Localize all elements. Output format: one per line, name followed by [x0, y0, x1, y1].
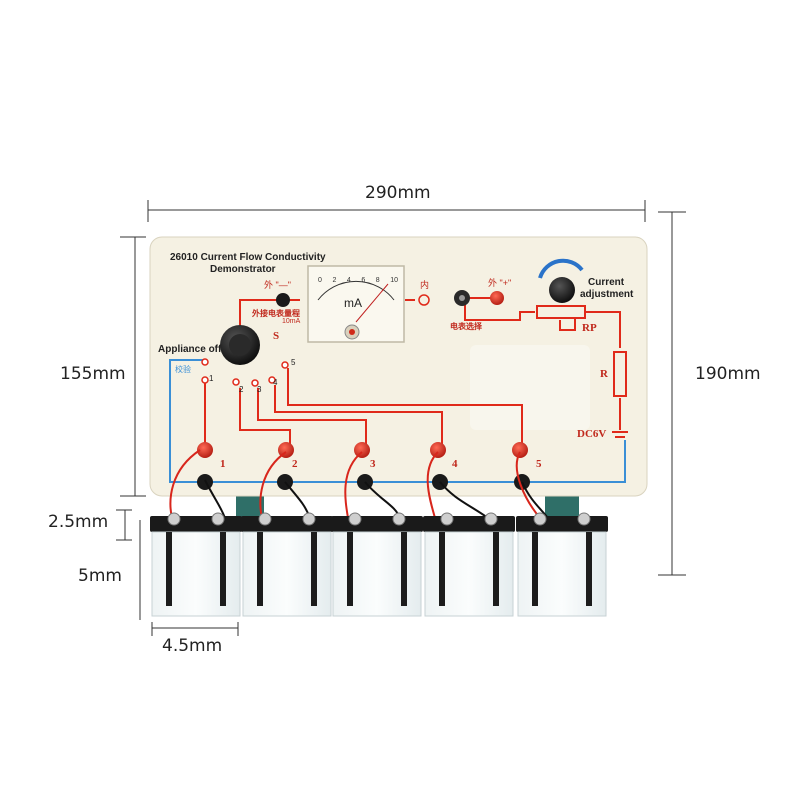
screw-terminal[interactable] [577, 512, 591, 526]
screw-terminal[interactable] [392, 512, 406, 526]
scale-0: 0 [318, 277, 322, 284]
ext-plus-terminal[interactable] [490, 291, 504, 305]
cup-2 [241, 512, 333, 617]
inner-label: 内 [420, 280, 430, 290]
milliamp-meter [307, 265, 405, 343]
dim-total-height: 190mm [695, 364, 761, 384]
terminal-label-3: 3 [370, 458, 376, 470]
terminal-label-1: 1 [220, 458, 226, 470]
ext-minus-label: 外 "—" [264, 280, 291, 290]
current-adj-line2: adjustment [580, 288, 634, 300]
meter-select-label: 电表选择 [450, 322, 482, 331]
screw-terminal[interactable] [440, 512, 454, 526]
screw-terminal[interactable] [533, 512, 547, 526]
ext-plus-label: 外 "+" [488, 278, 512, 288]
screw-terminal[interactable] [302, 512, 316, 526]
meter-scale: 0 2 4 6 8 10 [318, 277, 398, 285]
cup-body [151, 531, 241, 617]
inner-terminal-icon [418, 294, 430, 306]
terminal-label-4: 4 [452, 458, 458, 470]
cup-1 [150, 512, 242, 617]
screw-terminal[interactable] [484, 512, 498, 526]
switch-pos-3: 3 [257, 385, 262, 394]
electrode [586, 532, 592, 606]
board-title: 26010 Current Flow Conductivity Demonstr… [170, 252, 326, 275]
cup-5 [516, 512, 608, 617]
ext-minus-terminal[interactable] [276, 293, 290, 307]
electrode [532, 532, 538, 606]
dimension-lines [116, 200, 686, 636]
rp-resistor [536, 305, 586, 319]
r-resistor [613, 351, 627, 397]
switch-pos-1: 1 [209, 374, 214, 383]
meter-select-terminal-core [459, 295, 465, 301]
electrode [311, 532, 317, 606]
screw-terminal[interactable] [167, 512, 181, 526]
cup-body [517, 531, 607, 617]
cup-lid [331, 516, 423, 532]
electrode [493, 532, 499, 606]
board-title-line2: Demonstrator [210, 263, 276, 275]
electrolysis-cups [150, 512, 608, 617]
dc-label: DC6V [577, 428, 607, 440]
electrode [401, 532, 407, 606]
electrode [347, 532, 353, 606]
cup-body [242, 531, 332, 617]
screw-terminal[interactable] [258, 512, 272, 526]
cup-lid [241, 516, 333, 532]
cup-lid [516, 516, 608, 532]
electrode [439, 532, 445, 606]
r-label: R [600, 368, 608, 380]
cup-4 [423, 512, 515, 617]
scale-8: 8 [375, 277, 380, 284]
ext-meter-range-label: 外接电表量程 [252, 309, 300, 318]
switch-pos-4: 4 [273, 378, 278, 387]
red-terminal-4[interactable] [430, 442, 446, 458]
electrode [220, 532, 226, 606]
screw-terminal[interactable] [348, 512, 362, 526]
rp-label: RP [582, 322, 597, 334]
red-terminal-3[interactable] [354, 442, 370, 458]
dim-cup-height: 5mm [78, 566, 122, 586]
cup-body [332, 531, 422, 617]
current-arc-icon [538, 258, 584, 279]
dim-cup-width: 4.5mm [162, 636, 223, 656]
electrode [166, 532, 172, 606]
red-terminal-5[interactable] [512, 442, 528, 458]
board-title-line1: 26010 Current Flow Conductivity [170, 252, 326, 263]
blue-wires [169, 359, 626, 483]
appliance-off-label: Appliance off [158, 344, 222, 355]
cup-lid [150, 516, 242, 532]
cup-red-wires [169, 449, 541, 519]
cup-3 [331, 512, 423, 617]
dim-width: 290mm [365, 183, 431, 203]
current-knob[interactable] [549, 277, 575, 303]
range-value-label: 10mA [282, 318, 301, 325]
board-reflection [470, 345, 590, 430]
calibrate-label: 校验 [175, 365, 191, 374]
selector-knob-cap [229, 334, 251, 356]
switch-contacts [201, 358, 289, 387]
scale-10: 10 [390, 277, 398, 284]
red-terminal-1[interactable] [197, 442, 213, 458]
terminal-label-2: 2 [292, 458, 298, 470]
switch-pos-5: 5 [291, 358, 296, 367]
electrode [257, 532, 263, 606]
scale-6: 6 [361, 277, 366, 284]
red-wires [204, 297, 628, 455]
screw-terminal[interactable] [211, 512, 225, 526]
scale-2: 2 [332, 277, 337, 284]
cup-body [424, 531, 514, 617]
terminal-label-5: 5 [536, 458, 542, 470]
dim-gap: 2.5mm [48, 512, 109, 532]
current-adjustment-label: Current adjustment [580, 277, 633, 300]
switch-s-label: S [273, 330, 280, 342]
current-adj-line1: Current [588, 277, 625, 288]
cup-lid [423, 516, 515, 532]
meter-unit-label: mA [344, 296, 362, 310]
dim-board-height: 155mm [60, 364, 126, 384]
scale-4: 4 [346, 277, 351, 284]
switch-pos-2: 2 [239, 385, 244, 394]
